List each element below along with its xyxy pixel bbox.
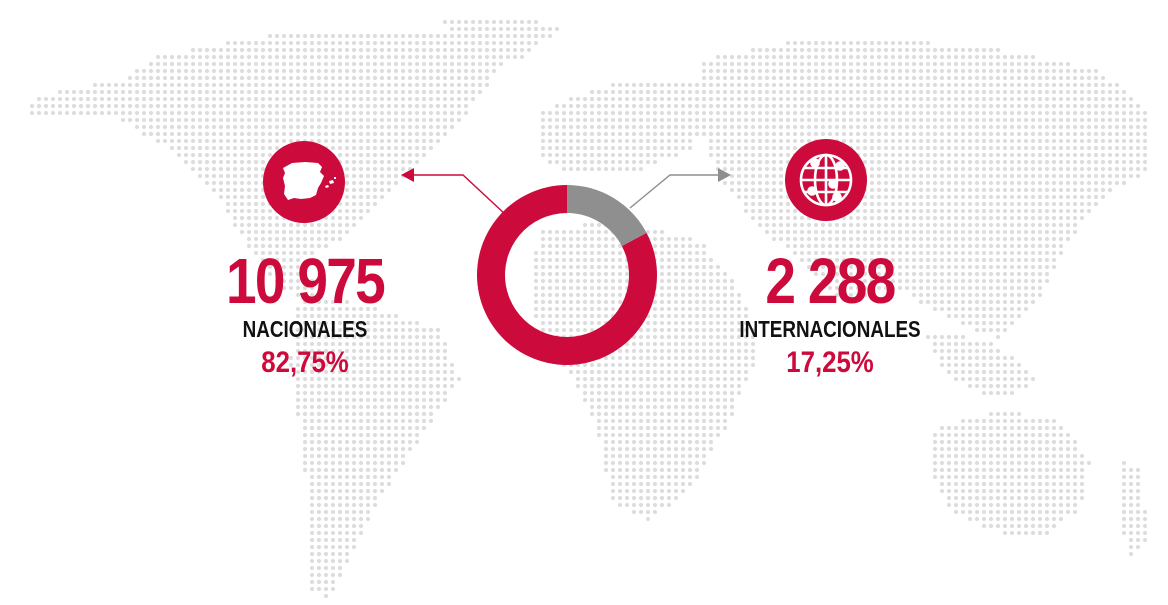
donut-slice-internacionales: [567, 185, 647, 246]
international-stats: 2 288 INTERNACIONALES 17,25%: [712, 248, 948, 380]
national-percent: 82,75%: [261, 346, 349, 379]
international-percent: 17,25%: [786, 346, 874, 379]
national-count: 10 975: [225, 245, 386, 317]
international-count: 2 288: [765, 245, 896, 317]
connector-line-international: [629, 174, 720, 209]
national-stats: 10 975 NACIONALES 82,75%: [195, 248, 415, 380]
international-label: INTERNACIONALES: [739, 316, 921, 342]
connector-line-national: [412, 174, 507, 216]
donut-slices: [477, 185, 657, 365]
donut-slice-nacionales: [477, 185, 657, 365]
globe-network-icon: [785, 139, 867, 221]
arrowhead-national: [401, 168, 414, 182]
spain-map-icon: [263, 141, 345, 223]
national-label: NACIONALES: [242, 316, 368, 342]
arrowhead-international: [718, 168, 731, 182]
